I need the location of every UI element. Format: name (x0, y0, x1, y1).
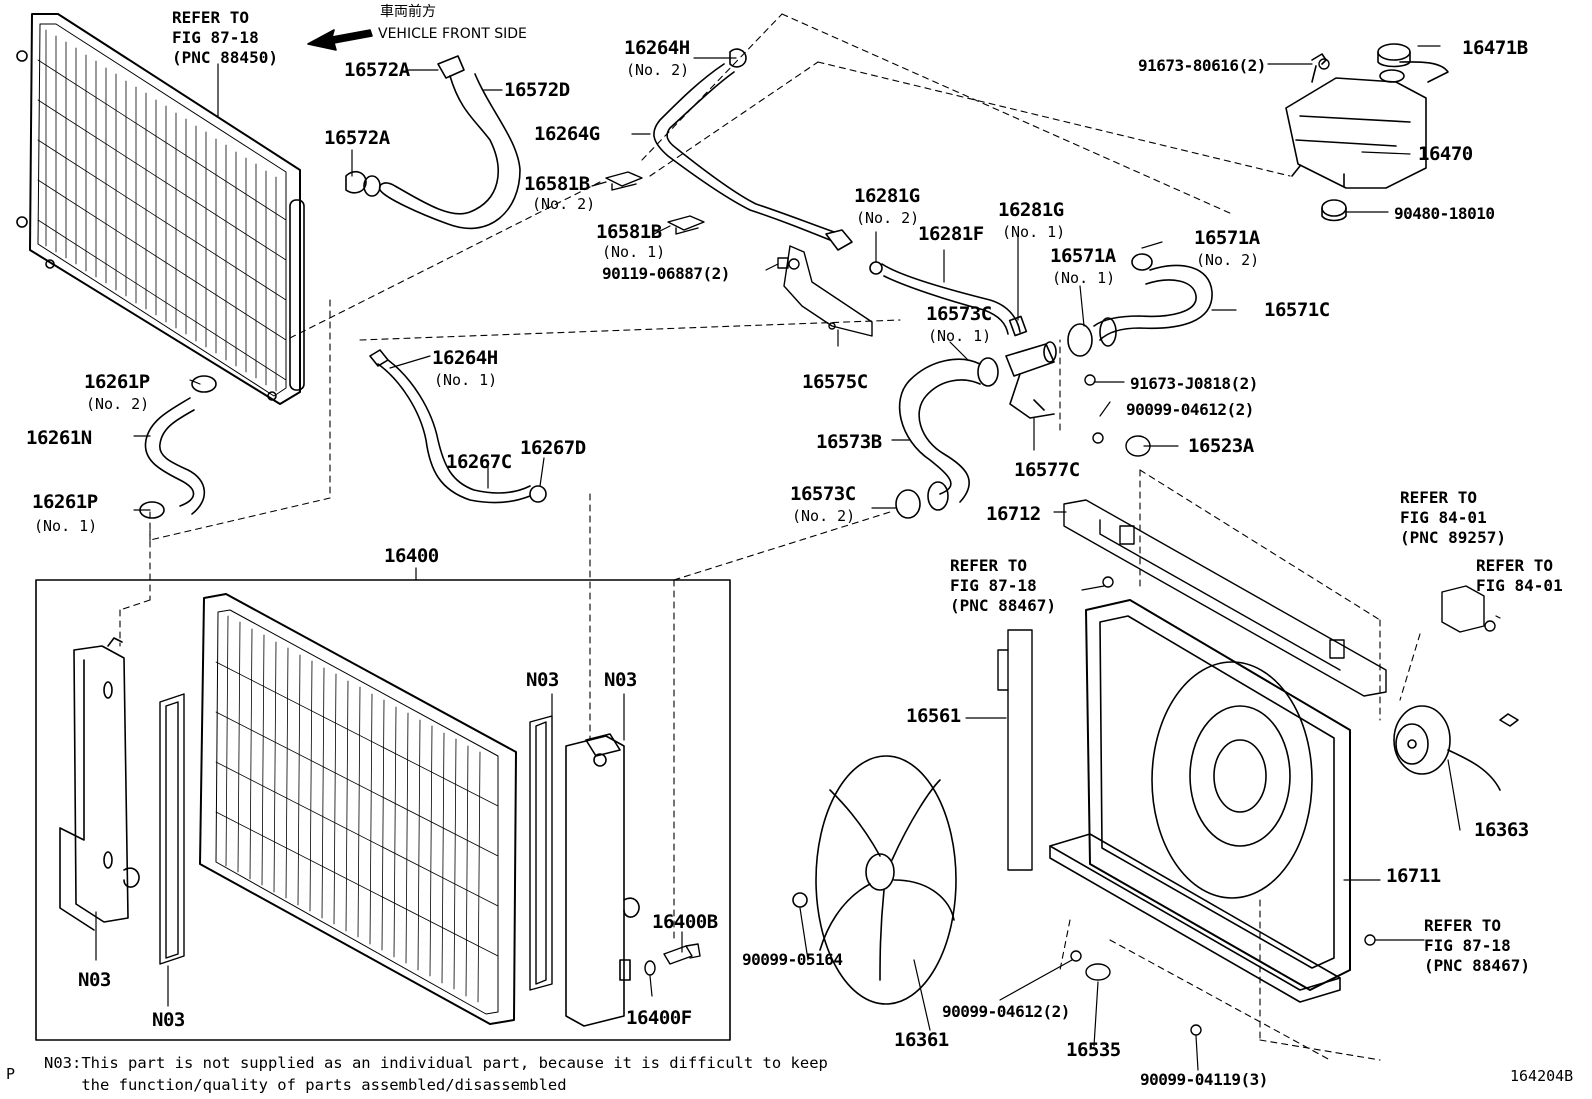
part-16264H-top-no: (No. 2) (626, 61, 690, 79)
part-16581B-bot-no: (No. 1) (602, 243, 666, 261)
part-16571A-a[interactable]: 16571A (1050, 245, 1116, 267)
part-16361[interactable]: 16361 (894, 1029, 949, 1051)
ref-relay[interactable]: REFER TO FIG 84-01 (PNC 89257) (1400, 488, 1506, 547)
condenser-illustration (17, 14, 304, 404)
clip-16581B (606, 172, 704, 234)
part-n03-right-gasket[interactable]: N03 (526, 669, 559, 691)
part-91673-J0818[interactable]: 91673-J0818(2) (1130, 374, 1258, 393)
part-16573C-b[interactable]: 16573C (790, 483, 856, 505)
part-16363[interactable]: 16363 (1474, 819, 1529, 841)
part-16571A-b[interactable]: 16571A (1194, 227, 1260, 249)
part-16261P-b[interactable]: 16261P (32, 491, 98, 513)
part-90480-18010[interactable]: 90480-18010 (1394, 204, 1495, 223)
radiator-core (200, 594, 516, 1024)
part-16535[interactable]: 16535 (1066, 1039, 1121, 1061)
part-16261P-a[interactable]: 16261P (84, 371, 150, 393)
part-16577C[interactable]: 16577C (1014, 459, 1080, 481)
part-16581B-top-no: (No. 2) (532, 195, 596, 213)
part-90099-05164[interactable]: 90099-05164 (742, 950, 843, 969)
part-16281G-a-no: (No. 2) (856, 209, 920, 227)
pipe-16577C (1006, 342, 1056, 418)
left-radiator-tank (60, 638, 139, 930)
part-16572A-top[interactable]: 16572A (344, 59, 410, 81)
relay-89257 (1442, 586, 1495, 632)
part-16571A-b-no: (No. 2) (1196, 251, 1260, 269)
vehicle-front-jp: 車両前方 (380, 4, 436, 20)
part-16281F[interactable]: 16281F (918, 223, 984, 245)
reference-lines (120, 14, 1420, 1060)
upper-support-16712 (1064, 500, 1386, 696)
hose-16261N (140, 376, 216, 518)
part-16267D[interactable]: 16267D (520, 437, 586, 459)
ref-bottom-right[interactable]: REFER TO FIG 87-18 (PNC 88467) (1424, 916, 1530, 975)
part-16575C[interactable]: 16575C (802, 371, 868, 393)
part-16711[interactable]: 16711 (1386, 865, 1441, 887)
lower-radiator-hose-16573B (896, 358, 998, 518)
part-90119-06887[interactable]: 90119-06887(2) (602, 264, 730, 283)
part-16572D[interactable]: 16572D (504, 79, 570, 101)
part-90099-04612-bot[interactable]: 90099-04612(2) (942, 1002, 1070, 1021)
part-16573C-b-no: (No. 2) (792, 507, 856, 525)
vehicle-front-arrow (308, 30, 372, 50)
part-90099-04119[interactable]: 90099-04119(3) (1140, 1070, 1268, 1089)
bypass-hose-16264G (654, 49, 852, 250)
ref-fig8401[interactable]: REFER TO FIG 84-01 (1476, 556, 1563, 595)
hose-16264H-16267C (370, 350, 546, 503)
part-16261N[interactable]: 16261N (26, 427, 92, 449)
part-16581B-top[interactable]: 16581B (524, 173, 590, 195)
part-16261P-a-no: (No. 2) (86, 395, 150, 413)
fan-16361 (793, 756, 956, 1004)
part-16571C[interactable]: 16571C (1264, 299, 1330, 321)
part-16281G-b-no: (No. 1) (1002, 223, 1066, 241)
part-16400F[interactable]: 16400F (626, 1007, 692, 1029)
part-n03-left-tank[interactable]: N03 (78, 969, 111, 991)
part-90099-04612-top[interactable]: 90099-04612(2) (1126, 400, 1254, 419)
leader-lines (96, 46, 1500, 1070)
footnote-n03: N03:This part is not supplied as an indi… (44, 1054, 828, 1094)
part-16573C-a-no: (No. 1) (928, 327, 992, 345)
drain-plug-16400B (645, 944, 700, 975)
fan-motor-16363 (1394, 706, 1518, 790)
part-16581B-bot[interactable]: 16581B (596, 221, 662, 243)
part-n03-left-gasket[interactable]: N03 (152, 1009, 185, 1031)
part-16523A[interactable]: 16523A (1188, 435, 1254, 457)
part-16400B[interactable]: 16400B (652, 911, 718, 933)
ref-shroud-seal[interactable]: REFER TO FIG 87-18 (PNC 88467) (950, 556, 1056, 615)
part-16267C[interactable]: 16267C (446, 451, 512, 473)
part-16573B[interactable]: 16573B (816, 431, 882, 453)
part-16400[interactable]: 16400 (384, 545, 439, 567)
part-16281G-b[interactable]: 16281G (998, 199, 1064, 221)
upper-radiator-hose (346, 56, 520, 228)
part-n03-right-tank[interactable]: N03 (604, 669, 637, 691)
part-16264G[interactable]: 16264G (534, 123, 600, 145)
shroud-16711 (1050, 600, 1350, 1002)
part-16573C-a[interactable]: 16573C (926, 303, 992, 325)
part-16264H-mid[interactable]: 16264H (432, 347, 498, 369)
part-16281G-a[interactable]: 16281G (854, 185, 920, 207)
seal-16561 (998, 630, 1032, 870)
part-16264H-top[interactable]: 16264H (624, 37, 690, 59)
ref-condenser[interactable]: REFER TO FIG 87-18 (PNC 88450) (172, 8, 278, 67)
part-16561[interactable]: 16561 (906, 705, 961, 727)
part-16264H-mid-no: (No. 1) (434, 371, 498, 389)
vehicle-front-en: VEHICLE FRONT SIDE (378, 26, 527, 42)
right-radiator-tank (566, 734, 639, 1026)
part-91673-80616[interactable]: 91673-80616(2) (1138, 56, 1266, 75)
part-16572A-mid[interactable]: 16572A (324, 127, 390, 149)
part-16471B[interactable]: 16471B (1462, 37, 1528, 59)
gasket-n03-left (160, 694, 184, 964)
part-16712[interactable]: 16712 (986, 503, 1041, 525)
diagram-code: 164204B (1510, 1067, 1574, 1085)
part-16261P-b-no: (No. 1) (34, 517, 98, 535)
part-16571A-a-no: (No. 1) (1052, 269, 1116, 287)
radiator-assembly-frame (36, 580, 730, 1040)
gasket-n03-right (530, 716, 552, 990)
part-16470[interactable]: 16470 (1418, 143, 1473, 165)
reservoir-hose-16571C (1068, 254, 1212, 356)
corner-mark: P (6, 1065, 16, 1083)
reservoir-16470 (1286, 44, 1448, 221)
